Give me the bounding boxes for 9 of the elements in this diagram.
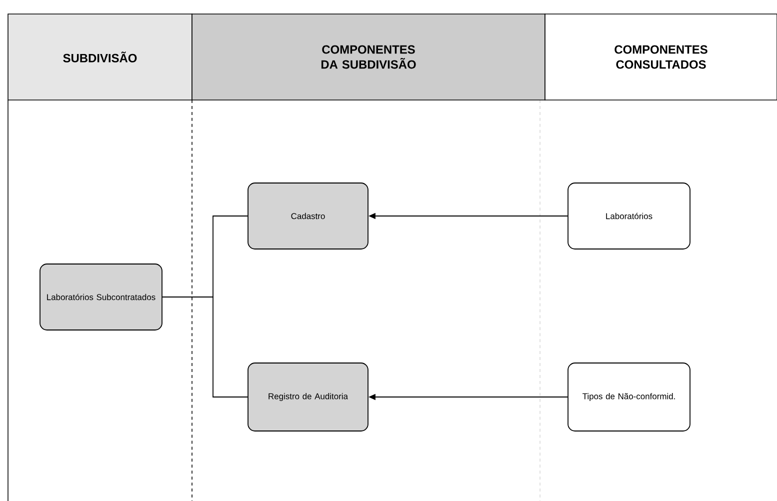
process-box: Tipos de Não-conformid. xyxy=(568,362,690,432)
process-box: Laboratórios Subcontratados xyxy=(40,264,162,330)
header-cell: COMPONENTES CONSULTADOS xyxy=(544,14,777,100)
process-box: Registro de Auditoria xyxy=(248,362,368,432)
header-cell: SUBDIVISÃO xyxy=(8,14,192,100)
process-box: Laboratórios xyxy=(568,182,690,250)
connector-line xyxy=(162,296,248,398)
header-cell: COMPONENTES DA SUBDIVISÃO xyxy=(192,14,546,100)
process-box: Cadastro xyxy=(248,182,368,250)
